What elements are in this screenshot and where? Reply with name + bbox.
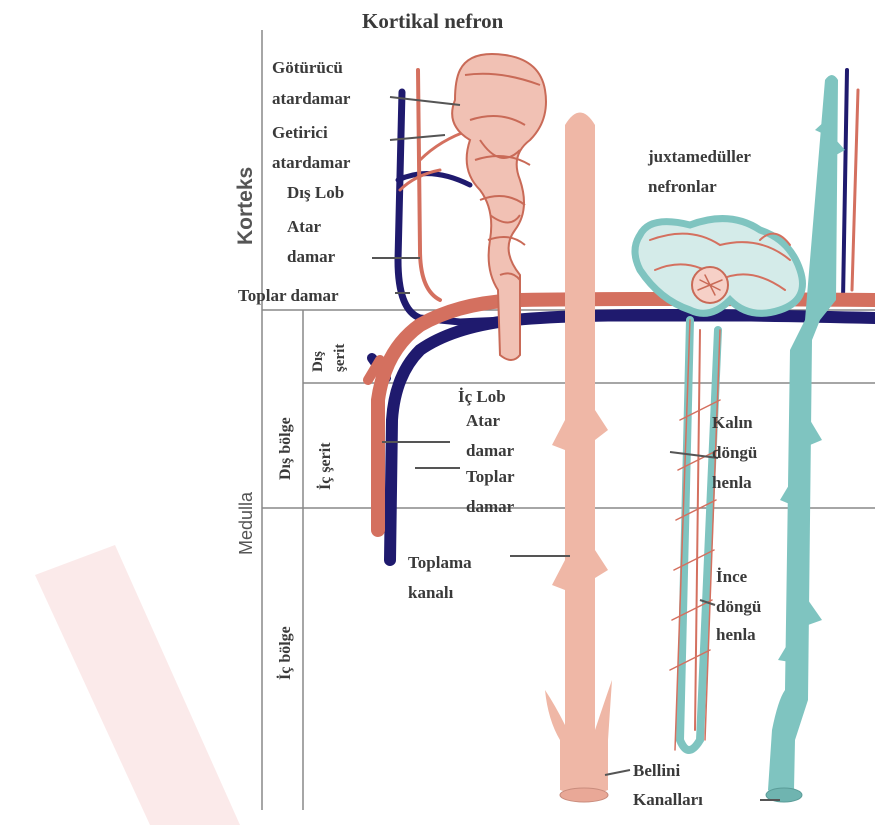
watermark-band [35, 545, 240, 825]
label-thick-2: döngü [712, 443, 757, 462]
zone-medulla: Medulla [236, 491, 256, 555]
label-collecting-1: Toplama [408, 553, 472, 572]
label-inner-vein-1: Toplar [466, 467, 515, 486]
label-bellini-1: Bellini [633, 761, 681, 780]
label-vein: Toplar damar [238, 286, 339, 305]
outer-stripe-line2: şerit [332, 344, 348, 372]
diagram-title: Kortikal nefron [362, 9, 504, 33]
label-efferent-1: Götürücü [272, 58, 343, 77]
zone-inner: İç bölge [275, 626, 294, 680]
label-outer-lobe: Dış Lob [287, 183, 344, 202]
zone-outer: Dış bölge [277, 417, 294, 480]
label-efferent-2: atardamar [272, 89, 351, 108]
inner-stripe: İç şerit [315, 442, 334, 490]
label-juxta-1: juxtamedüller [647, 147, 751, 166]
collecting-duct [545, 113, 612, 803]
label-inner-vein-2: damar [466, 497, 515, 516]
label-thin-3: henla [716, 625, 756, 644]
label-thin-1: İnce [716, 567, 748, 586]
teal-collecting-duct [766, 75, 845, 802]
label-collecting-2: kanalı [408, 583, 454, 602]
label-juxta-2: nefronlar [648, 177, 717, 196]
label-inner-artery-1: Atar [466, 411, 500, 430]
label-afferent-2: atardamar [272, 153, 351, 172]
label-inner-artery-2: damar [466, 441, 515, 460]
label-artery-2: damar [287, 247, 336, 266]
label-inner-lobe: İç Lob [458, 387, 506, 406]
label-artery-1: Atar [287, 217, 321, 236]
label-bellini-2: Kanalları [633, 790, 703, 809]
label-thick-3: henla [712, 473, 752, 492]
label-afferent-1: Getirici [272, 123, 328, 142]
outer-stripe-line1: Dış [310, 351, 326, 372]
zone-cortex: Korteks [234, 167, 257, 245]
label-thin-2: döngü [716, 597, 761, 616]
label-thick-1: Kalın [712, 413, 753, 432]
